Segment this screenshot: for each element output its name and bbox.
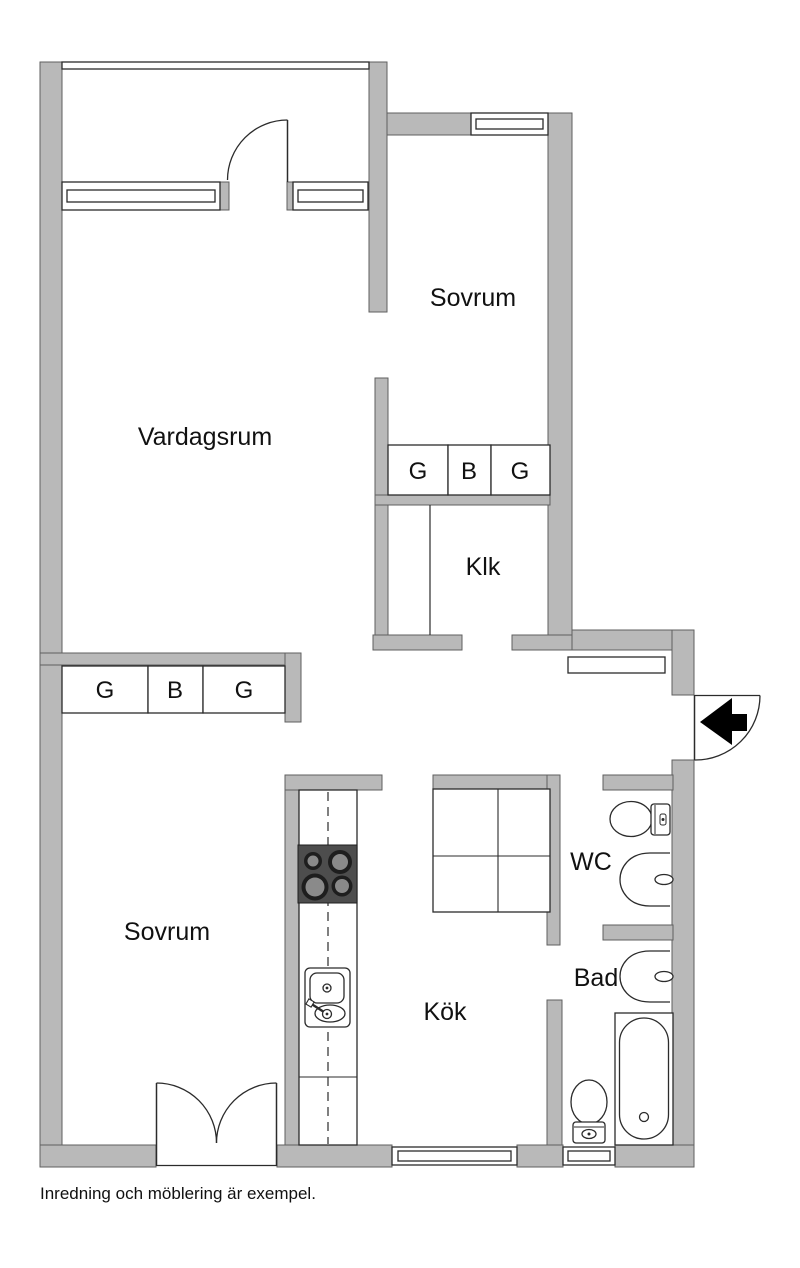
wardrobe-cell — [202, 665, 286, 714]
wardrobe-label: G — [409, 458, 428, 485]
entrance-door — [693, 694, 761, 761]
label-kitchen: Kök — [423, 998, 467, 1026]
wall-balcony-right — [368, 61, 388, 313]
wall-wardrobe-top-bottom — [374, 494, 551, 506]
burner — [305, 877, 325, 897]
bedroom-double-door — [155, 1082, 278, 1167]
balcony-door — [226, 119, 289, 182]
wall-post-window-left — [219, 181, 230, 211]
kitchen-table — [432, 788, 551, 913]
wardrobes-top-row: G B G — [387, 444, 551, 496]
wardrobe-cell — [447, 444, 492, 496]
bathtub — [614, 1012, 674, 1146]
entry-arrow-icon — [700, 698, 747, 745]
wall-bottom-4 — [614, 1144, 695, 1168]
window-living-right — [292, 181, 369, 211]
wardrobe-label: B — [167, 677, 183, 704]
wall-kitchen-top-left — [284, 774, 383, 791]
wardrobe-cell — [387, 444, 449, 496]
label-wc: WC — [570, 848, 612, 876]
wardrobe-label: G — [96, 677, 115, 704]
wardrobe-label: B — [461, 458, 477, 485]
label-living-room: Vardagsrum — [138, 423, 272, 451]
window-kitchen-bottom — [391, 1146, 518, 1166]
hall-cabinet — [567, 656, 666, 674]
label-closet: Klk — [466, 553, 501, 581]
balcony-railing — [61, 61, 370, 70]
wardrobe-label: G — [235, 677, 254, 704]
wc-toilet — [609, 800, 671, 838]
wall-kitchen-left — [284, 774, 301, 1146]
wall-bottom-1 — [39, 1144, 157, 1168]
label-bedroom-bottom: Sovrum — [124, 918, 210, 946]
wall-bedroom-top-top — [386, 112, 472, 136]
wardrobes-left-row: G B G — [61, 665, 286, 714]
doors — [155, 119, 761, 1167]
wall-post-window-right — [286, 181, 294, 211]
wall-closet-left — [374, 377, 389, 651]
burner — [307, 855, 319, 867]
kitchen-counter — [297, 789, 358, 1146]
label-bath: Bad — [574, 964, 618, 992]
wall-wc-top — [602, 774, 674, 791]
burner — [335, 879, 349, 893]
wardrobe-label: G — [511, 458, 530, 485]
burner — [332, 854, 348, 870]
label-bedroom-top: Sovrum — [430, 284, 516, 312]
wall-closet-bottom-right — [511, 634, 573, 651]
window-bedroom-top — [470, 112, 549, 136]
stove — [297, 844, 358, 904]
footnote-text: Inredning och möblering är exempel. — [40, 1184, 316, 1203]
wall-right-lower — [671, 759, 695, 1166]
wardrobe-cell — [61, 665, 149, 714]
bath-toilet — [570, 1079, 608, 1144]
bath-sink — [619, 950, 674, 1003]
wall-bedroom-bottom-right-stub — [284, 652, 302, 723]
windows — [61, 112, 616, 1166]
wall-bottom-3 — [516, 1144, 564, 1168]
wall-right-entry-upper — [671, 629, 695, 696]
wall-closet-bottom-left — [372, 634, 463, 651]
wall-kitchen-top-right — [432, 774, 561, 791]
wardrobe-cell — [490, 444, 551, 496]
window-living-left — [61, 181, 221, 211]
walls — [39, 61, 695, 1168]
wall-wc-bath-divider — [602, 924, 674, 941]
kitchen-sink — [304, 967, 351, 1028]
wall-bottom-2 — [276, 1144, 393, 1168]
wc-sink — [619, 852, 674, 907]
wall-left-outer — [39, 61, 63, 1166]
wall-living-bottom — [39, 652, 302, 666]
wall-right-upper — [547, 112, 573, 651]
window-bath-bottom — [562, 1146, 616, 1166]
wall-kitchen-right-lower — [546, 999, 563, 1146]
